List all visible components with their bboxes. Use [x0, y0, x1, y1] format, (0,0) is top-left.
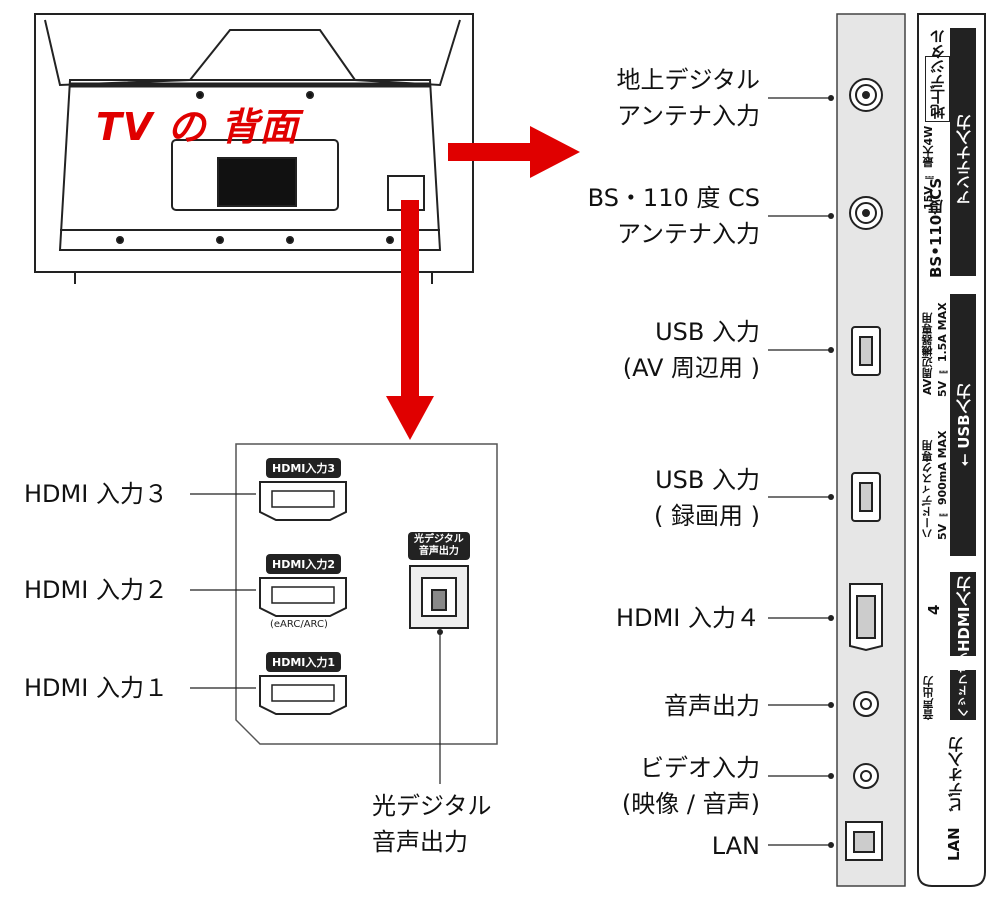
strip-usb-in: ⭠ USB入力	[955, 384, 973, 466]
strip-headphone: ヘッドフォン	[957, 652, 970, 718]
badge-hdmi3: HDMI入力3	[266, 458, 342, 478]
left-leader-lines	[190, 493, 441, 784]
badge-optical: 光デジタル音声出力	[408, 532, 470, 560]
video-in-port	[853, 763, 879, 789]
label-hdmi1: HDMI 入力１	[24, 674, 168, 702]
page-title: TV の 背面	[96, 105, 299, 149]
port-panel	[836, 13, 906, 887]
label-usb-av: USB 入力(AV 周辺用 )	[622, 318, 760, 382]
bscs-antenna-port	[849, 196, 883, 230]
audio-out-port	[853, 691, 879, 717]
label-hdmi3: HDMI 入力３	[24, 480, 168, 508]
hdmi-port-3	[259, 481, 347, 521]
strip-av-rating: 5V ⎓ 1.5A MAX	[936, 302, 949, 398]
lan-port	[845, 821, 883, 861]
earc-note: (eARC/ARC)	[270, 619, 328, 630]
label-usb-rec: USB 入力( 録画用 )	[654, 466, 760, 530]
badge-hdmi2: HDMI入力2	[266, 554, 342, 574]
hdmi4-port	[849, 583, 883, 652]
strip-video-in: ビデオ入力	[947, 737, 965, 812]
strip-bscs: BS•110度CS	[927, 177, 945, 278]
strip-hdmi-in: HDMI入力	[955, 576, 973, 652]
optical-port	[409, 565, 469, 629]
strip-audio-out: 音声出力	[922, 676, 935, 720]
strip-lan: LAN	[945, 827, 963, 861]
arrow-down	[386, 200, 434, 440]
label-terrestrial: 地上デジタルアンテナ入力	[616, 66, 760, 130]
strip-hdd: ハードディスク専用	[921, 440, 934, 540]
strip-hdd-rating: 5V ⎓ 900mA MAX	[936, 430, 949, 540]
label-video-in: ビデオ入力(映像 / 音声)	[621, 754, 760, 818]
terrestrial-antenna-port	[849, 78, 883, 112]
badge-hdmi1: HDMI入力1	[266, 652, 342, 672]
strip-hdmi-number: 4	[925, 604, 943, 616]
label-optical: 光デジタル音声出力	[372, 792, 492, 856]
tv-back-illustration	[34, 13, 474, 284]
usb-av-port	[851, 326, 881, 376]
hdmi-port-1	[259, 675, 347, 715]
strip-av-peripheral: AV周辺機器専用	[921, 312, 934, 396]
label-hdmi4: HDMI 入力４	[616, 604, 760, 632]
strip-terrestrial: 地上デジタル	[925, 29, 950, 122]
usb-rec-port	[851, 472, 881, 522]
right-leader-lines	[768, 97, 830, 846]
label-hdmi2: HDMI 入力２	[24, 576, 168, 604]
label-audio-out: 音声出力	[664, 692, 760, 720]
strip-antenna: アンテナ入力	[955, 115, 973, 205]
label-lan: LAN	[711, 832, 760, 860]
hdmi-port-2	[259, 577, 347, 617]
arrow-right	[448, 126, 580, 178]
